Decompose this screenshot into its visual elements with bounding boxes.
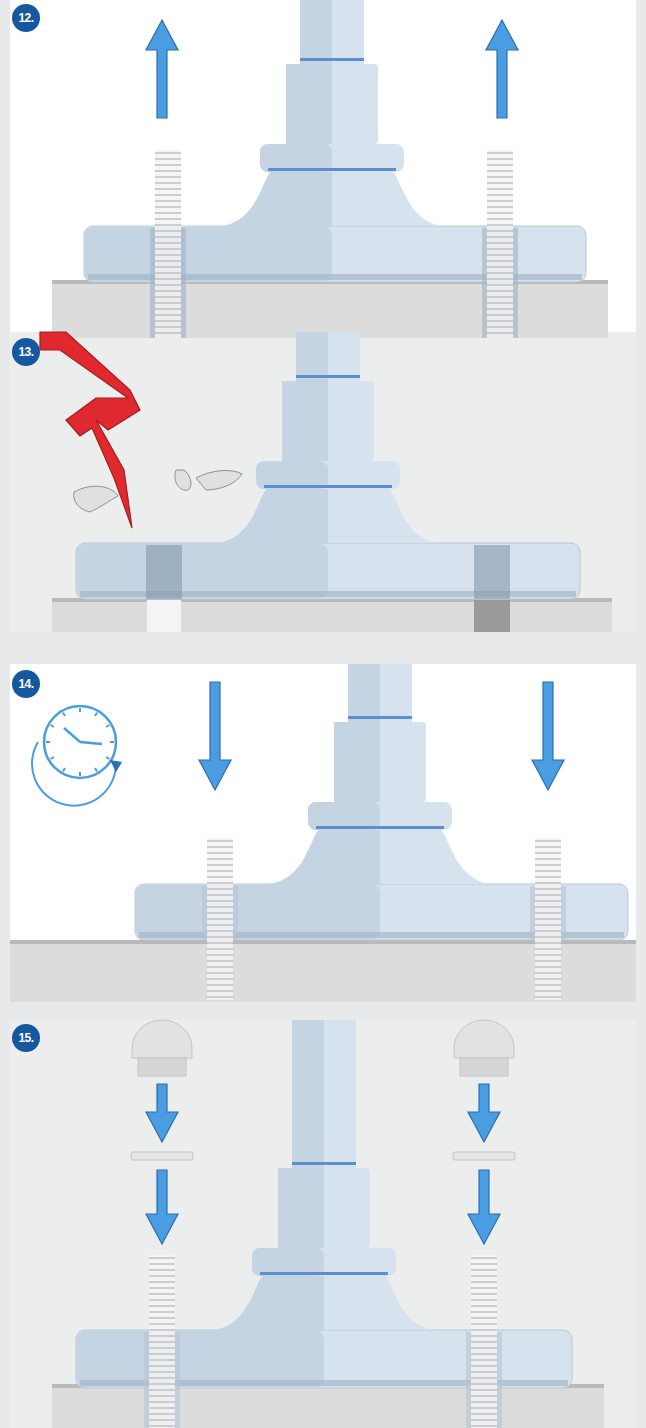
- step-badge: 14.: [12, 670, 40, 698]
- base-slab: [52, 1384, 604, 1428]
- sealant-splash: [175, 470, 191, 490]
- bolt-hole: [474, 545, 510, 599]
- direction-arrow: [468, 1084, 500, 1142]
- direction-arrow: [486, 20, 518, 118]
- hole-light: [147, 600, 181, 632]
- panel-background: [10, 664, 636, 1002]
- direction-arrow: [146, 1084, 178, 1142]
- direction-arrow: [532, 682, 564, 790]
- hole-dark: [474, 600, 510, 632]
- panel-background: [10, 0, 636, 338]
- threaded-stud: [471, 1255, 497, 1428]
- threaded-stud: [155, 150, 181, 338]
- bolt-hole: [146, 545, 182, 599]
- step-badge: 15.: [12, 1024, 40, 1052]
- step-number: 14.: [18, 677, 33, 691]
- washer: [131, 1152, 193, 1160]
- step-badge: 12.: [12, 4, 40, 32]
- direction-arrow: [146, 20, 178, 118]
- threaded-stud: [535, 838, 561, 1000]
- step-number: 12.: [18, 11, 33, 25]
- base-slab: [52, 280, 608, 338]
- washer: [453, 1152, 515, 1160]
- sealant-splash: [74, 486, 118, 512]
- base-slab: [52, 598, 612, 632]
- threaded-stud: [149, 1255, 175, 1428]
- direction-arrow: [468, 1170, 500, 1244]
- cap-nut: [454, 1020, 514, 1076]
- threaded-stud: [207, 838, 233, 1000]
- sealant-splash: [196, 471, 242, 490]
- sealant-gun: [40, 332, 140, 528]
- clock-icon: [32, 706, 122, 806]
- step-number: 13.: [18, 345, 33, 359]
- panel-background: [10, 1020, 636, 1428]
- column-flange: [76, 332, 580, 599]
- step-badge: 13.: [12, 338, 40, 366]
- panel-background: [10, 332, 636, 632]
- cap-nut: [132, 1020, 192, 1076]
- threaded-stud: [487, 150, 513, 338]
- direction-arrow: [199, 682, 231, 790]
- direction-arrow: [146, 1170, 178, 1244]
- step-number: 15.: [18, 1031, 33, 1045]
